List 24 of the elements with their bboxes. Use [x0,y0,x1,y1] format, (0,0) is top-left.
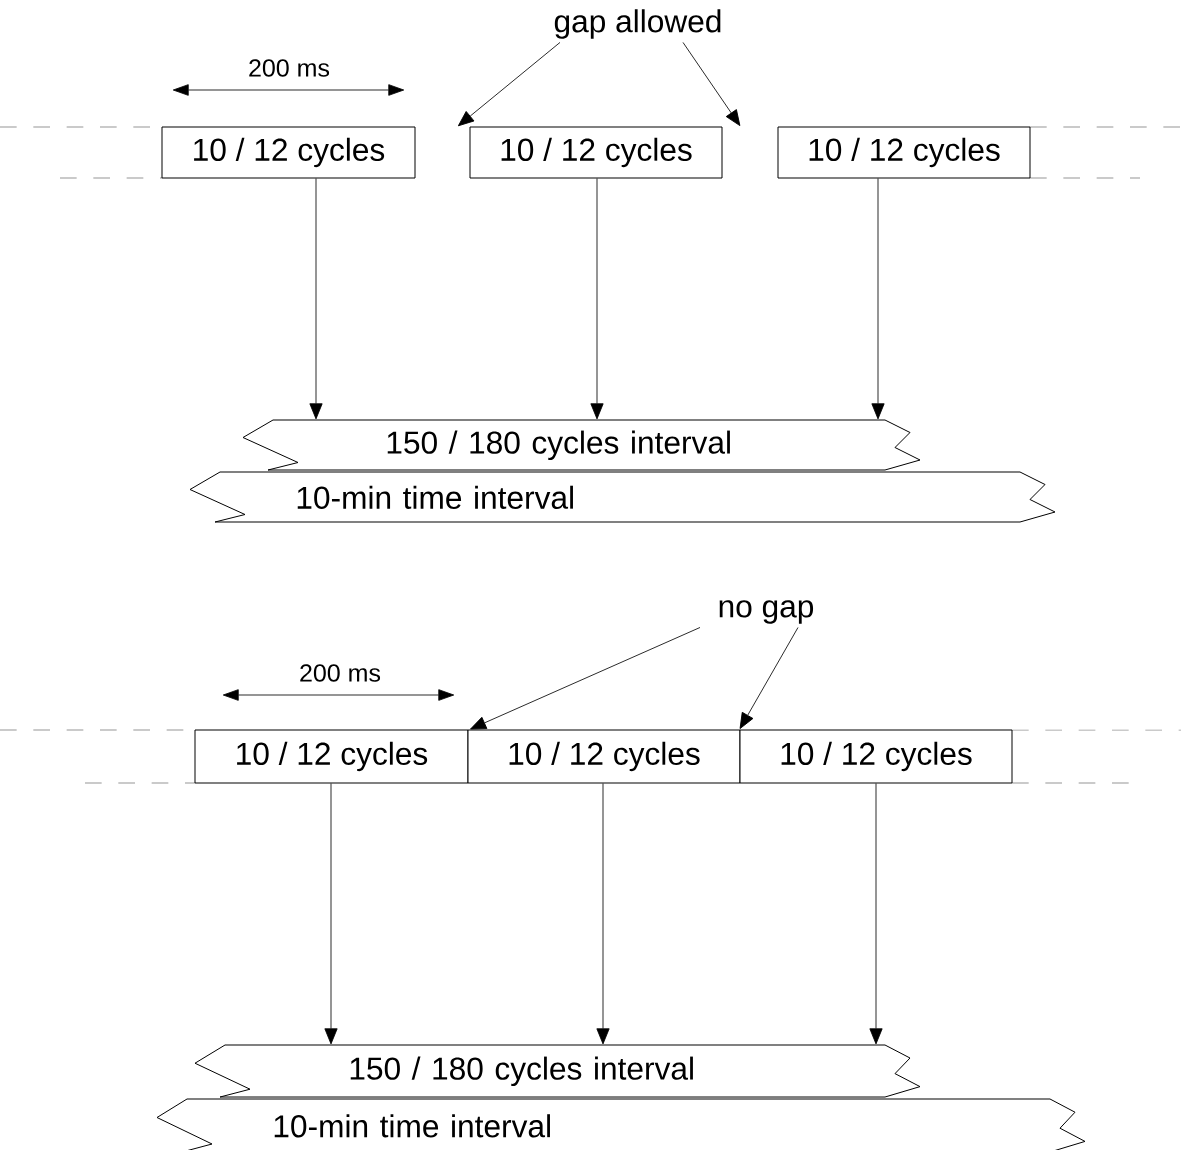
arrow [871,178,885,420]
leader-arrow [682,42,741,126]
cycle-box: 10 / 12 cycles [739,729,1013,784]
cycle-box: 10 / 12 cycles [161,126,416,179]
interval-band: 10-min time interval [156,1098,1086,1150]
arrow [596,783,610,1045]
arrow [869,783,883,1045]
leader-arrow [470,627,701,730]
callout-text: gap allowed [554,9,721,39]
dimension-label: 200 ms [249,59,330,77]
arrow [590,178,604,420]
cycle-box: 10 / 12 cycles [469,126,723,179]
cycle-box: 10 / 12 cycles [194,729,469,784]
leader-arrow [739,627,799,729]
dimension-label: 200 ms [300,664,381,682]
callout-text: no gap [719,600,814,624]
cycle-box: 10 / 12 cycles [467,729,741,784]
cycle-box: 10 / 12 cycles [777,126,1031,179]
interval-band: 10-min time interval [189,471,1056,523]
arrow [324,783,338,1045]
interval-band: 150 / 180 cycles interval [194,1044,921,1098]
arrow [309,178,323,420]
interval-band: 150 / 180 cycles interval [242,419,921,471]
leader-arrow [457,42,561,127]
